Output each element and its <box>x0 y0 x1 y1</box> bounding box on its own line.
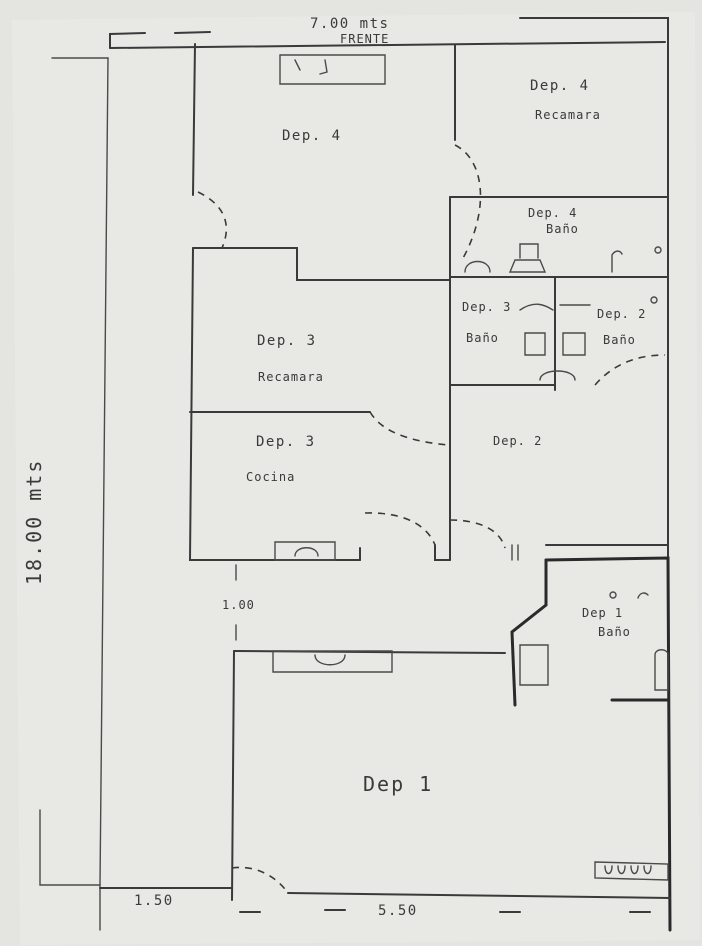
bottom-right-dimension: 5.50 <box>378 903 418 919</box>
dep4-bath-label: Dep. 4 <box>528 206 578 220</box>
dep1-label: Dep 1 <box>363 772 434 796</box>
dep1-bath-label: Dep 1 <box>582 606 624 620</box>
dep4-bedroom-sublabel: Recamara <box>535 108 601 122</box>
front-label: FRENTE <box>340 32 390 46</box>
dep3-kitchen-sublabel: Cocina <box>246 470 296 484</box>
dep3-bath-label: Dep. 3 <box>462 300 512 314</box>
dep4-bath-sublabel: Baño <box>546 222 579 236</box>
dep3-bath-sublabel: Baño <box>466 331 499 345</box>
top-width-dimension: 7.00 mts <box>310 16 390 32</box>
dep3-bedroom-sublabel: Recamara <box>258 370 324 384</box>
dep2-bath-sublabel: Baño <box>603 333 636 347</box>
side-height-dimension: 18.00 mts <box>22 458 46 585</box>
dep1-bath-sublabel: Baño <box>598 625 631 639</box>
dep4-bedroom-label: Dep. 4 <box>530 78 590 94</box>
dep3-bedroom-label: Dep. 3 <box>257 333 317 349</box>
dep4-main-label: Dep. 4 <box>282 128 342 144</box>
bottom-left-dimension: 1.50 <box>134 893 174 909</box>
dep2-label: Dep. 2 <box>493 434 543 448</box>
front-wall-left <box>109 32 146 49</box>
dep3-kitchen-label: Dep. 3 <box>256 434 316 450</box>
dep2-bath-label: Dep. 2 <box>597 307 647 321</box>
corridor-dimension: 1.00 <box>222 598 255 612</box>
